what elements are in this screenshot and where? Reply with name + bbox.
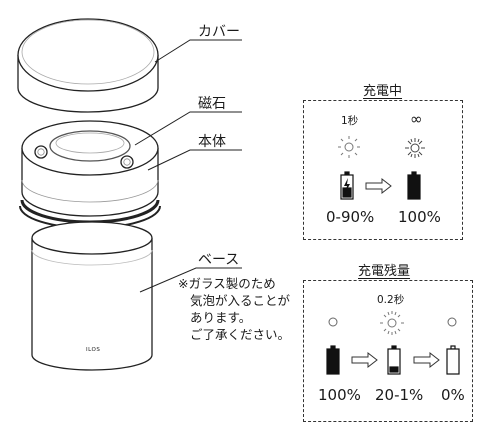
battery-charging-icon <box>340 171 354 200</box>
charging-steady-label: ∞ <box>410 110 423 128</box>
battery-full-icon <box>326 345 340 375</box>
charging-title: 充電中 <box>363 84 403 99</box>
battery-empty-icon <box>446 345 460 375</box>
battery-full-icon <box>407 171 421 200</box>
leader-lines <box>134 39 242 293</box>
led-off-icon <box>447 317 457 327</box>
base-note-line: あります。 <box>190 310 252 325</box>
remaining-title: 充電残量 <box>358 264 411 279</box>
remaining-level: 0% <box>441 386 465 404</box>
led-blink-icon <box>338 136 360 158</box>
base-label: ベース <box>198 252 240 268</box>
brand-mark: ILOS <box>86 347 101 353</box>
arrow-right-icon <box>351 351 378 369</box>
led-on-icon <box>405 138 425 158</box>
base-illustration <box>31 221 153 371</box>
led-fast-blink-icon <box>380 311 404 335</box>
base-note-line: 気泡が入ることが <box>190 293 291 308</box>
charging-to-level: 100% <box>398 208 441 226</box>
body-illustration <box>19 120 161 229</box>
arrow-right-icon <box>365 177 392 195</box>
cover-illustration <box>17 18 159 113</box>
cover-label: カバー <box>198 24 240 40</box>
arrow-right-icon <box>413 351 440 369</box>
body-label: 本体 <box>198 134 226 150</box>
remaining-blink-label: 0.2秒 <box>377 294 405 306</box>
charging-panel <box>303 100 463 240</box>
base-note-line: ご了承ください。 <box>190 327 291 342</box>
charging-blink-label: 1秒 <box>341 115 359 127</box>
battery-low-icon <box>387 345 401 375</box>
base-note-line: ※ガラス製のため <box>178 276 276 291</box>
magnet-label: 磁石 <box>198 96 226 112</box>
led-off-icon <box>328 317 338 327</box>
charging-from-level: 0-90% <box>326 208 375 226</box>
remaining-level: 20-1% <box>375 386 424 404</box>
remaining-level: 100% <box>318 386 361 404</box>
remaining-panel <box>303 280 473 422</box>
